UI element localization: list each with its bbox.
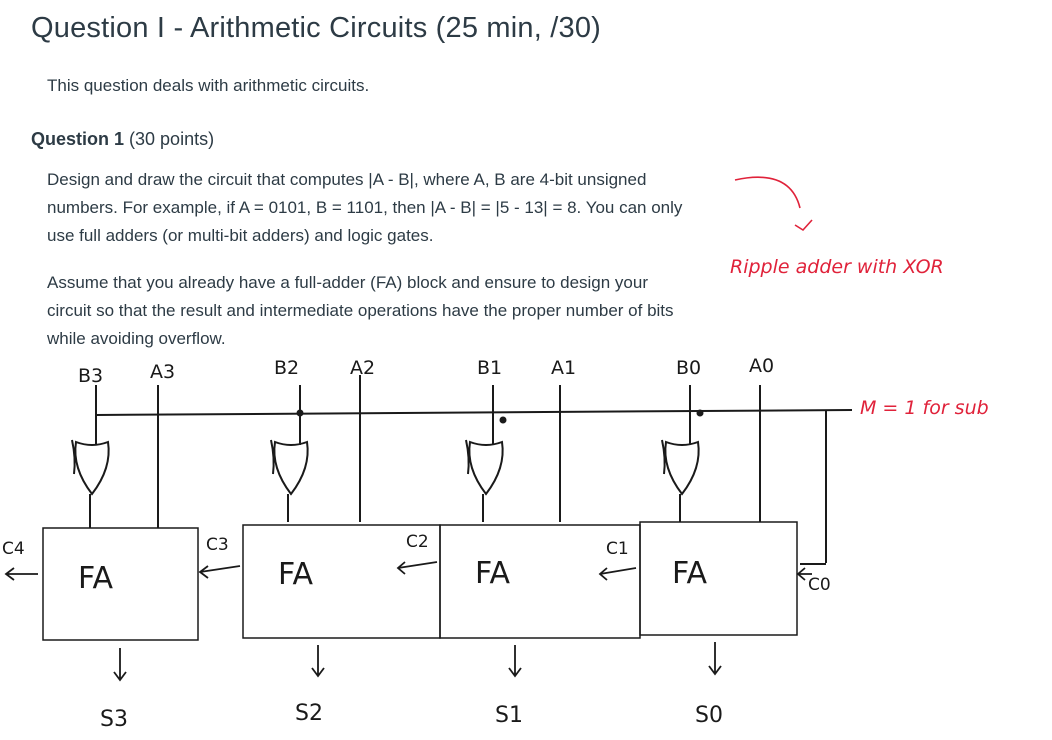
bit-slice-0	[661, 385, 761, 522]
input-a0: A0	[749, 355, 774, 377]
bit-slice-2	[270, 375, 361, 522]
input-a3: A3	[150, 361, 175, 383]
carry-c0: C0	[808, 575, 831, 595]
sum-s2: S2	[295, 701, 323, 726]
sum-s0: S0	[695, 703, 723, 728]
paragraph-line: use full adders (or multi-bit adders) an…	[47, 226, 434, 245]
down-arrow-icon	[311, 645, 325, 678]
red-arrowhead-icon	[794, 219, 813, 232]
fa-label: FA	[672, 556, 708, 591]
input-a1: A1	[551, 357, 576, 379]
mode-note: M = 1 for sub	[860, 397, 989, 419]
fa-block-3: FA	[42, 527, 199, 641]
left-arrow-icon	[796, 567, 812, 581]
mode-control-line	[95, 409, 853, 416]
paragraph-line: Design and draw the circuit that compute…	[47, 170, 647, 189]
xor-gate-icon	[661, 439, 700, 495]
paragraph-line: circuit so that the result and intermedi…	[47, 301, 674, 320]
xor-gate-icon	[270, 439, 309, 495]
fa-block-1: FA	[439, 524, 641, 639]
input-a2: A2	[350, 357, 375, 379]
bit-slice-1	[465, 385, 561, 522]
down-arrow-icon	[113, 648, 127, 682]
fa-label: FA	[78, 561, 114, 596]
sum-s1: S1	[495, 703, 523, 728]
carry-c2: C2	[406, 532, 429, 552]
input-b1: B1	[477, 357, 502, 379]
xor-gate-icon	[465, 439, 504, 495]
down-arrow-icon	[708, 642, 722, 676]
question-label: Question 1	[31, 129, 125, 149]
sum-s3: S3	[100, 707, 128, 732]
input-b0: B0	[676, 357, 701, 379]
left-arrow-icon	[598, 567, 637, 581]
bit-slice-3	[71, 385, 159, 528]
left-arrow-icon	[396, 561, 438, 575]
question-heading: Question 1 (30 points)	[31, 129, 214, 150]
fa-label: FA	[475, 556, 511, 591]
left-arrow-icon	[198, 565, 241, 579]
input-b2: B2	[274, 357, 299, 379]
red-note: Ripple adder with XOR	[730, 256, 944, 278]
question-paragraph-2: Assume that you already have a full-adde…	[47, 269, 787, 353]
down-arrow-icon	[508, 645, 522, 678]
page-title: Question I - Arithmetic Circuits (25 min…	[31, 12, 602, 44]
intro-text: This question deals with arithmetic circ…	[47, 76, 370, 95]
question-points: (30 points)	[129, 129, 215, 149]
fa-block-0: FA	[639, 521, 798, 636]
paragraph-line: numbers. For example, if A = 0101, B = 1…	[47, 198, 683, 217]
xor-gate-icon	[71, 439, 110, 495]
carry-c1: C1	[606, 539, 629, 559]
paragraph-line: while avoiding overflow.	[47, 329, 226, 348]
red-arrow-icon	[734, 176, 801, 209]
paragraph-line: Assume that you already have a full-adde…	[47, 273, 649, 292]
input-b3: B3	[78, 365, 103, 387]
carry-c4: C4	[2, 539, 25, 559]
left-arrow-icon	[4, 567, 38, 581]
carry-c3: C3	[206, 535, 229, 555]
question-paragraph-1: Design and draw the circuit that compute…	[47, 166, 787, 250]
fa-label: FA	[278, 557, 314, 592]
